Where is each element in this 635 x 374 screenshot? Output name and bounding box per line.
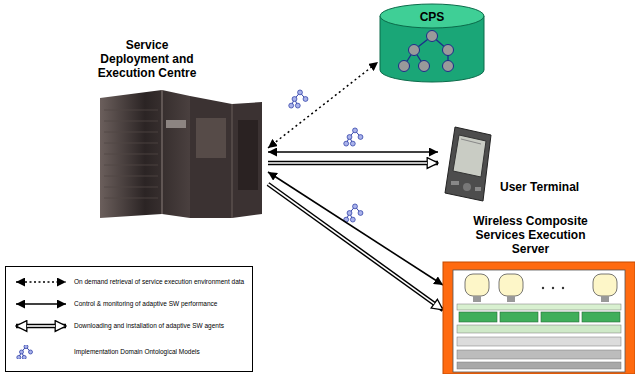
ontology-icon	[344, 204, 363, 222]
terminal-node: User Terminal	[438, 120, 613, 206]
legend-sample	[12, 319, 70, 333]
connector-arrow	[268, 62, 378, 148]
legend-text: Control & monitoring of adaptive SW perf…	[74, 299, 217, 308]
node-label: CPS	[378, 10, 486, 24]
connector-arrow	[268, 172, 443, 285]
server-illustration	[443, 262, 635, 374]
node-label: Service Deployment and Execution Centre	[92, 38, 202, 80]
node-label: User Terminal	[500, 180, 610, 194]
legend-sample	[12, 297, 70, 311]
ontology-icon	[17, 345, 33, 359]
node-label: Wireless Composite Services Execution Se…	[468, 214, 593, 256]
legend-sample	[12, 275, 70, 289]
legend-entry: Implementation Domain Ontological Models	[6, 345, 252, 359]
pda-illustration	[445, 127, 491, 201]
legend-text: Downloading and installation of adaptive…	[74, 321, 224, 330]
legend-entry: Downloading and installation of adaptive…	[6, 319, 252, 333]
legend-entry: Control & monitoring of adaptive SW perf…	[6, 297, 252, 311]
database-cylinder: CPS	[378, 2, 486, 84]
connector-arrow	[268, 184, 443, 310]
server-box: Wireless Composite Services Execution Se…	[443, 212, 635, 374]
legend-text: Implementation Domain Ontological Models	[74, 347, 200, 356]
connector-arrow	[268, 163, 438, 164]
legend-sample	[12, 345, 70, 359]
mainframe-illustration	[100, 90, 262, 218]
server-node: Service Deployment and Execution Centre	[92, 38, 268, 218]
ontology-icon	[289, 90, 308, 108]
legend-box: On demand retrieval of service execution…	[5, 266, 253, 372]
connector-arrow	[268, 152, 438, 153]
legend-text: On demand retrieval of service execution…	[74, 277, 244, 286]
ontology-icon	[344, 128, 363, 146]
legend-entry: On demand retrieval of service execution…	[6, 275, 252, 289]
